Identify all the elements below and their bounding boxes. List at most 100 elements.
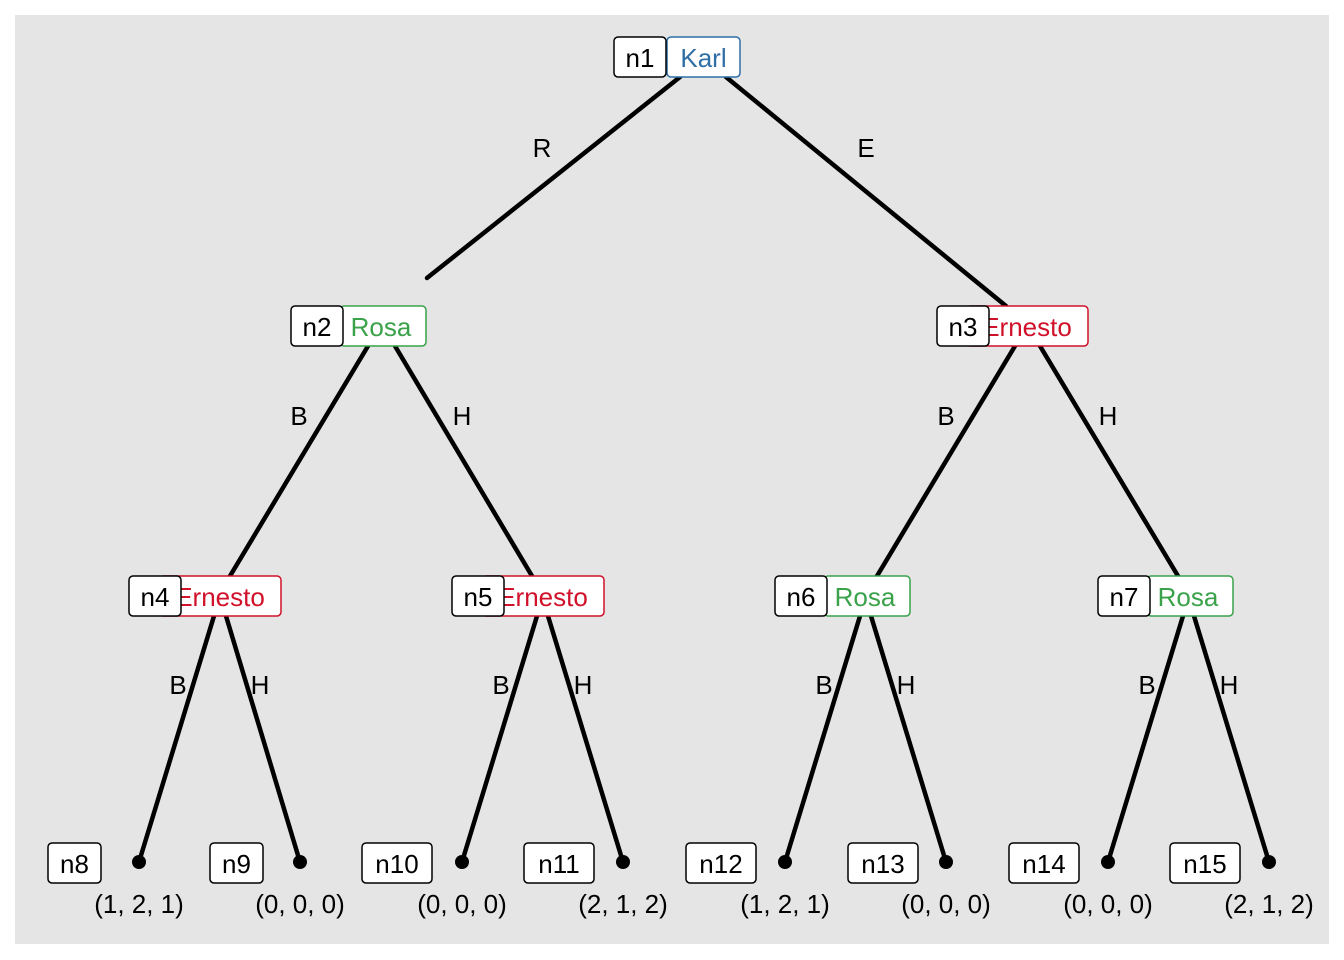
node-id-box-n11 xyxy=(523,842,595,884)
terminal-node-n10: n10 (0, 0, 0) xyxy=(361,842,507,919)
terminal-nodes: n8 (1, 2, 1) n9 (0, 0, 0) n10 (0, 0, 0) … xyxy=(47,842,1314,919)
edge-label-n5-n11: H xyxy=(574,670,593,700)
node-id-box-n2 xyxy=(290,305,344,347)
payoff-n10: (0, 0, 0) xyxy=(417,889,507,919)
leaf-dot-n9 xyxy=(293,855,307,869)
decision-node-n5: Ernesto n5 xyxy=(451,575,605,617)
node-id-n2: n2 xyxy=(303,312,332,342)
edge-label-n7-n15: H xyxy=(1220,670,1239,700)
node-id-n12: n12 xyxy=(699,849,742,879)
node-id-box-n14 xyxy=(1008,842,1080,884)
node-id-n4: n4 xyxy=(141,582,170,612)
edge-n6-n13 xyxy=(868,613,949,865)
node-id-n15: n15 xyxy=(1183,849,1226,879)
node-id-box-n10 xyxy=(361,842,433,884)
edge-label-n2-n4: B xyxy=(290,401,307,431)
node-id-box-n7 xyxy=(1097,575,1151,617)
edge-label-n3-n7: H xyxy=(1099,401,1118,431)
node-id-box-n15 xyxy=(1169,842,1241,884)
player-label-n1: Karl xyxy=(680,43,726,73)
edge-label-n6-n13: H xyxy=(897,670,916,700)
decision-nodes: Karl n1 Rosa n2 Ernesto n3 Ernesto xyxy=(128,36,1234,617)
player-label-n6: Rosa xyxy=(835,582,896,612)
edge-label-n5-n10: B xyxy=(492,670,509,700)
node-id-box-n5 xyxy=(451,575,505,617)
leaf-dot-n14 xyxy=(1101,855,1115,869)
node-id-n5: n5 xyxy=(464,582,493,612)
edge-n3-n6 xyxy=(874,343,1018,579)
decision-node-n4: Ernesto n4 xyxy=(128,575,282,617)
payoff-n12: (1, 2, 1) xyxy=(740,889,830,919)
node-id-n11: n11 xyxy=(538,849,579,879)
node-id-n8: n8 xyxy=(60,849,89,879)
edge-label-n4-n9: H xyxy=(251,670,270,700)
payoff-n8: (1, 2, 1) xyxy=(94,889,184,919)
edge-label-n1-n3: E xyxy=(857,133,874,163)
terminal-node-n14: n14 (0, 0, 0) xyxy=(1008,842,1153,919)
node-id-n13: n13 xyxy=(861,849,904,879)
decision-node-n7: Rosa n7 xyxy=(1097,575,1234,617)
terminal-node-n9: n9 (0, 0, 0) xyxy=(209,842,345,919)
payoff-n15: (2, 1, 2) xyxy=(1224,889,1314,919)
edge-n1-n3 xyxy=(723,74,1009,309)
payoff-n13: (0, 0, 0) xyxy=(901,889,991,919)
edge-n3-n7 xyxy=(1037,343,1181,579)
edge-label-n2-n5: H xyxy=(453,401,472,431)
terminal-node-n15: n15 (2, 1, 2) xyxy=(1169,842,1314,919)
node-id-box-n1 xyxy=(613,36,667,78)
edge-label-n1-n2: R xyxy=(533,133,552,163)
leaf-dot-n10 xyxy=(455,855,469,869)
decision-node-n1: Karl n1 xyxy=(613,36,741,78)
leaf-dot-n8 xyxy=(132,855,146,869)
edge-n6-n12 xyxy=(782,613,863,865)
node-id-n14: n14 xyxy=(1022,849,1065,879)
edge-labels: R E B H B H B H B H B H B H xyxy=(169,133,1238,700)
edge-label-n6-n12: B xyxy=(815,670,832,700)
edge-n1-n2 xyxy=(424,74,683,281)
player-label-n3: Ernesto xyxy=(982,312,1072,342)
leaf-dot-n12 xyxy=(778,855,792,869)
payoff-n11: (2, 1, 2) xyxy=(578,889,668,919)
decision-node-n6: Rosa n6 xyxy=(774,575,911,617)
leaf-dot-n11 xyxy=(616,855,630,869)
decision-node-n3: Ernesto n3 xyxy=(936,305,1089,347)
node-id-box-n9 xyxy=(209,842,264,884)
edge-label-n4-n8: B xyxy=(169,670,186,700)
decision-node-n2: Rosa n2 xyxy=(290,305,427,347)
node-id-box-n13 xyxy=(847,842,919,884)
leaf-dot-n15 xyxy=(1262,855,1276,869)
node-id-box-n6 xyxy=(774,575,828,617)
terminal-node-n12: n12 (1, 2, 1) xyxy=(685,842,830,919)
edge-n2-n5 xyxy=(392,343,535,579)
edge-label-n3-n6: B xyxy=(937,401,954,431)
edge-n7-n15 xyxy=(1191,613,1272,865)
edges xyxy=(136,74,1272,865)
player-label-n5: Ernesto xyxy=(498,582,588,612)
node-id-n1: n1 xyxy=(626,43,655,73)
edge-n7-n14 xyxy=(1105,613,1186,865)
terminal-node-n8: n8 (1, 2, 1) xyxy=(47,842,184,919)
edge-n5-n11 xyxy=(545,613,626,865)
player-label-n4: Ernesto xyxy=(175,582,265,612)
node-id-box-n8 xyxy=(47,842,102,884)
payoff-n14: (0, 0, 0) xyxy=(1063,889,1153,919)
plot-panel xyxy=(15,15,1329,944)
terminal-node-n11: n11 (2, 1, 2) xyxy=(523,842,668,919)
node-id-n7: n7 xyxy=(1110,582,1139,612)
edge-n4-n9 xyxy=(223,613,303,865)
payoff-n9: (0, 0, 0) xyxy=(255,889,345,919)
terminal-node-n13: n13 (0, 0, 0) xyxy=(847,842,991,919)
player-label-n2: Rosa xyxy=(351,312,412,342)
edge-n4-n8 xyxy=(136,613,217,865)
edge-label-n7-n14: B xyxy=(1138,670,1155,700)
player-box-n1 xyxy=(666,36,741,78)
node-id-n9: n9 xyxy=(222,849,251,879)
edge-n5-n10 xyxy=(459,613,540,865)
node-id-box-n3 xyxy=(936,305,990,347)
node-id-n10: n10 xyxy=(375,849,418,879)
edge-n2-n4 xyxy=(227,343,371,579)
node-id-n6: n6 xyxy=(787,582,816,612)
leaf-dot-n13 xyxy=(939,855,953,869)
player-label-n7: Rosa xyxy=(1158,582,1219,612)
